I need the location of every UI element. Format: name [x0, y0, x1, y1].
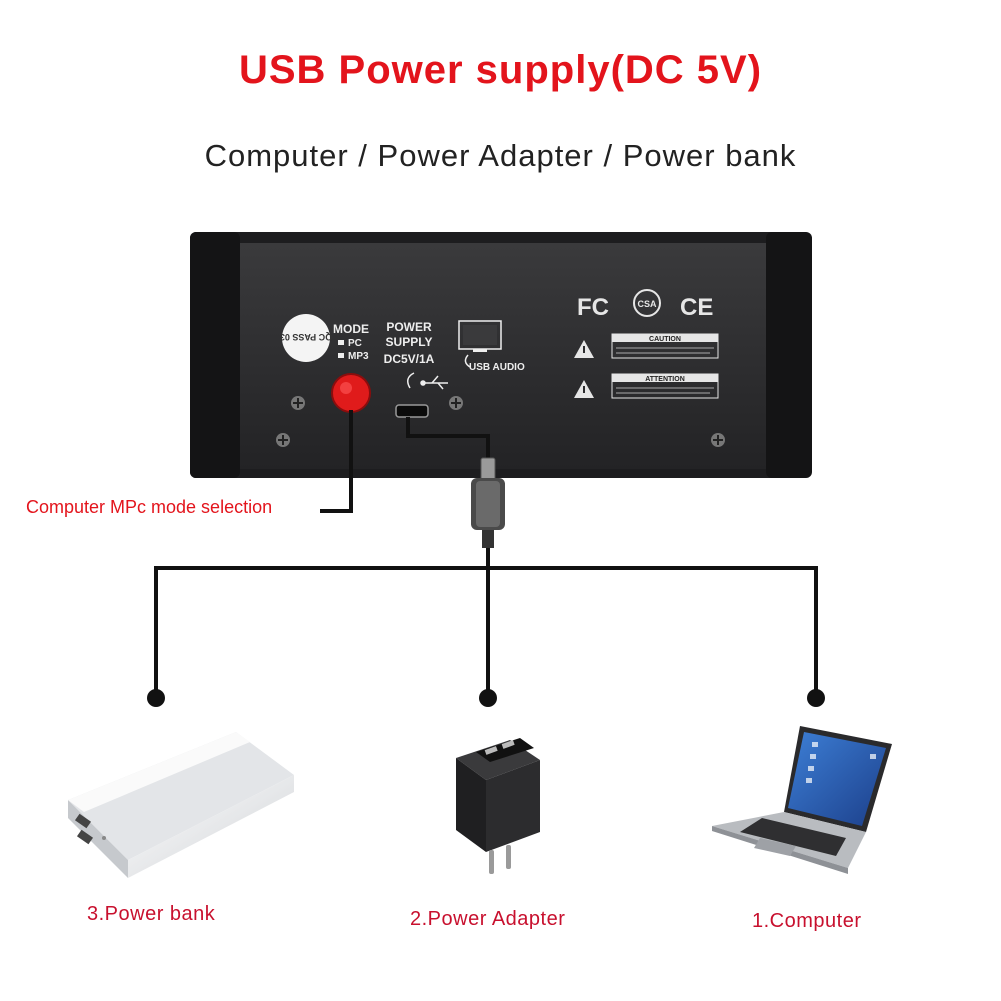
screw-icon: [291, 396, 305, 410]
device-label-computer: 1.Computer: [752, 910, 862, 932]
power-supply-label-1: POWER: [386, 320, 432, 334]
screw-icon: [711, 433, 725, 447]
connector-dot: [807, 689, 825, 707]
svg-text:QC PASS 03: QC PASS 03: [280, 332, 332, 342]
pc-indicator-icon: [338, 340, 344, 345]
page-title: USB Power supply(DC 5V): [238, 48, 763, 92]
power-bank-icon: [68, 732, 294, 878]
connector-dot: [147, 689, 165, 707]
ce-mark: CE: [680, 294, 713, 321]
laptop-icon: [712, 726, 892, 874]
csa-mark-icon: CSA: [633, 289, 661, 317]
mode-callout-line: [320, 410, 353, 513]
attention-label: ATTENTION: [611, 373, 719, 399]
button-highlight: [340, 382, 352, 394]
device-label-power-bank: 3.Power bank: [87, 903, 216, 925]
power-adapter-icon: [456, 738, 540, 874]
usb-plug-icon: [471, 457, 505, 548]
mode-selection-button[interactable]: [331, 373, 371, 413]
svg-text:CSA: CSA: [637, 299, 657, 309]
caution-label: CAUTION: [611, 333, 719, 359]
mp3-indicator-icon: [338, 353, 344, 358]
usb-symbol-icon: [420, 375, 448, 390]
qc-pass-sticker: QC PASS 03: [280, 314, 332, 362]
warning-icon: [574, 380, 594, 398]
warning-icon: [574, 340, 594, 358]
screw-icon: [449, 396, 463, 410]
power-supply-label-2: SUPPLY: [386, 335, 433, 349]
mode-selection-caption: Computer MPc mode selection: [26, 497, 273, 517]
power-rating-label: DC5V/1A: [384, 352, 435, 366]
mixer-back-panel: QC PASS 03 MODE PC MP3 POWER SUPPLY DC5V…: [190, 232, 812, 478]
device-label-power-adapter: 2.Power Adapter: [410, 908, 566, 930]
svg-text:ATTENTION: ATTENTION: [645, 376, 685, 383]
page-subtitle: Computer / Power Adapter / Power bank: [204, 138, 797, 173]
micro-usb-port[interactable]: [395, 404, 429, 418]
right-end-cap: [766, 232, 812, 478]
cable-plug-icon: [407, 372, 415, 389]
monitor-icon: [458, 320, 502, 368]
left-end-cap: [190, 232, 240, 478]
fc-mark: FC: [577, 294, 609, 321]
mode-pc-label: PC: [348, 338, 362, 349]
connector-dot: [479, 689, 497, 707]
mode-label: MODE: [333, 322, 369, 336]
distribution-lines: [154, 548, 818, 692]
svg-text:CAUTION: CAUTION: [649, 336, 681, 343]
screw-icon: [276, 433, 290, 447]
usb-audio-label: USB AUDIO: [469, 362, 525, 373]
port-cable-line: [406, 417, 490, 460]
mode-mp3-label: MP3: [348, 351, 369, 362]
